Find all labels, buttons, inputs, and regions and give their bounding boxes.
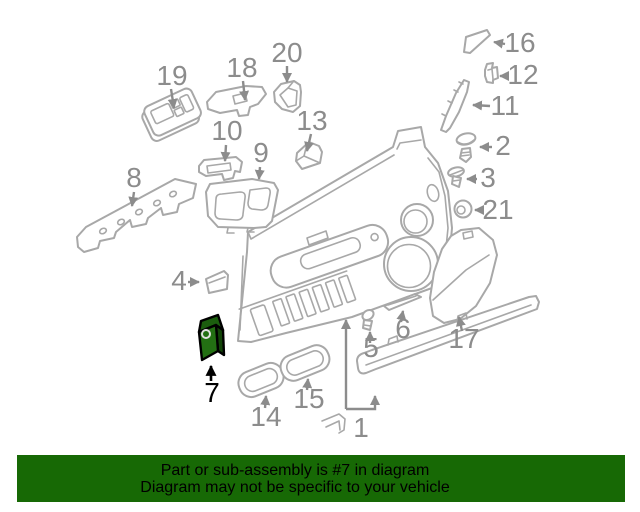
part-14-drawing bbox=[237, 361, 285, 399]
part-2-drawing bbox=[455, 132, 477, 163]
banner-line-2: Diagram may not be specific to your vehi… bbox=[140, 478, 450, 496]
part-6-drawing bbox=[383, 293, 422, 311]
banner-line-1: Part or sub-assembly is #7 in diagram bbox=[160, 461, 430, 479]
part-11-arrow bbox=[472, 100, 491, 111]
part-10-arrow bbox=[220, 144, 231, 162]
part-8-callout: 8 bbox=[126, 162, 142, 193]
part-15-drawing bbox=[279, 344, 331, 382]
part-3-drawing bbox=[447, 166, 465, 188]
part-17-drawing bbox=[429, 227, 498, 324]
part-11-drawing bbox=[440, 79, 470, 133]
part-16-callout: 16 bbox=[504, 27, 535, 58]
part-7-drawing-highlighted bbox=[197, 313, 226, 362]
map-pocket-drawing bbox=[238, 270, 357, 337]
part-4-drawing bbox=[205, 270, 229, 294]
parts-diagram: 19 18 20 13 10 9 8 16 12 11 2 3 21 4 7 1… bbox=[76, 27, 540, 443]
part-15-arrow bbox=[302, 378, 313, 391]
part-14-arrow bbox=[260, 395, 271, 409]
part-16-arrow bbox=[493, 38, 506, 49]
part-9-callout: 9 bbox=[253, 137, 269, 168]
part-7-callout-highlighted: 7 bbox=[204, 377, 220, 408]
part-1-arrow-right bbox=[346, 395, 380, 411]
disclaimer-banner: Part or sub-assembly is #7 in diagram Di… bbox=[17, 455, 625, 502]
part-6-arrow bbox=[396, 310, 407, 323]
part-19-callout: 19 bbox=[156, 60, 187, 91]
part-12-callout: 12 bbox=[507, 59, 538, 90]
part-18-arrow bbox=[239, 80, 250, 101]
part-20-drawing bbox=[273, 80, 302, 113]
part-21-drawing bbox=[453, 199, 473, 219]
callout-labels: 19 18 20 13 10 9 8 16 12 11 2 3 21 4 7 1… bbox=[126, 27, 538, 443]
part-18-callout: 18 bbox=[226, 52, 257, 83]
part-20-callout: 20 bbox=[271, 37, 302, 68]
part-11-callout: 11 bbox=[490, 90, 519, 121]
part-10-callout: 10 bbox=[211, 115, 242, 146]
part-14-callout: 14 bbox=[250, 401, 281, 432]
part-4-callout: 4 bbox=[171, 265, 187, 296]
part-17-arrow bbox=[455, 316, 466, 332]
part-3-callout: 3 bbox=[480, 162, 496, 193]
part-19-arrow bbox=[167, 88, 178, 109]
part-13-arrow bbox=[304, 133, 314, 152]
part-19-drawing bbox=[141, 87, 202, 142]
part-6-callout: 6 bbox=[395, 313, 411, 344]
callout-arrows bbox=[128, 38, 509, 411]
tweeter-speaker-drawing bbox=[400, 203, 434, 237]
part-5-drawing bbox=[361, 308, 375, 331]
part-5-callout: 5 bbox=[363, 332, 379, 363]
part-12-drawing bbox=[484, 62, 499, 84]
part-8-drawing bbox=[76, 178, 197, 253]
part-18-drawing bbox=[206, 85, 267, 117]
part-9-drawing bbox=[205, 178, 279, 234]
part-10-drawing bbox=[198, 156, 243, 181]
part-16-drawing bbox=[463, 29, 491, 54]
part-13-callout: 13 bbox=[296, 105, 327, 136]
armrest-drawing bbox=[269, 223, 390, 289]
part-17-callout: 17 bbox=[448, 323, 479, 354]
part-2-callout: 2 bbox=[495, 130, 511, 161]
part-21-callout: 21 bbox=[482, 194, 513, 225]
part-8-arrow bbox=[128, 191, 139, 207]
part-9-arrow bbox=[254, 166, 265, 180]
part-1-drawing bbox=[321, 295, 540, 434]
part-8-holes bbox=[98, 190, 178, 235]
part-15-callout: 15 bbox=[293, 383, 324, 414]
part-1-callout: 1 bbox=[353, 412, 369, 443]
part-7-hole bbox=[201, 329, 211, 339]
door-trim-panel-drawing bbox=[237, 126, 453, 343]
